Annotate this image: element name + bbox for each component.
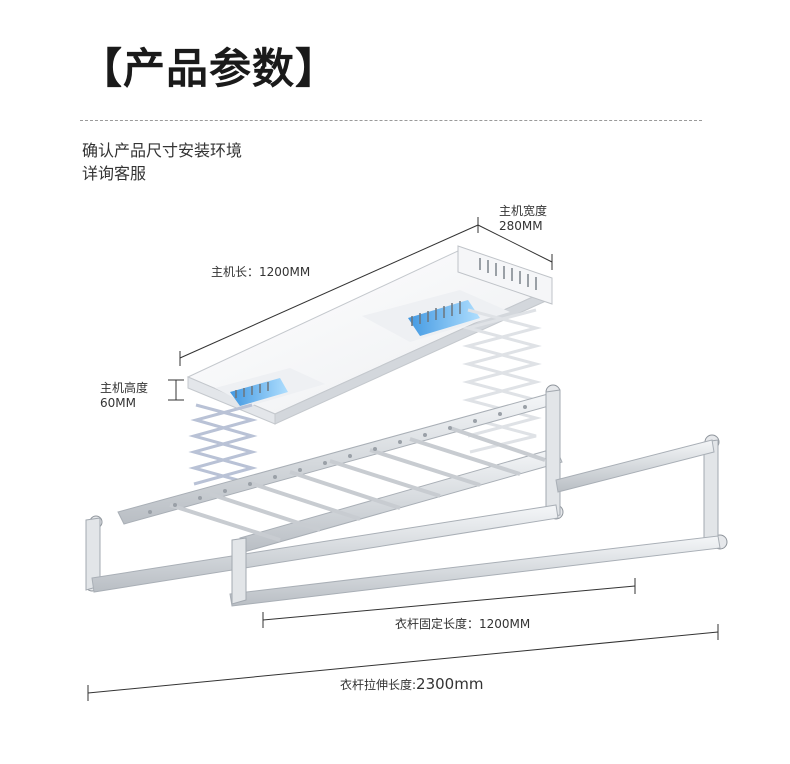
- uv-lamp-window: [362, 290, 510, 342]
- extend-rod-label-text: 衣杆拉伸长度:: [340, 678, 417, 692]
- end-cap-vents: [479, 258, 537, 290]
- height-label: 主机高度 60MM: [100, 381, 148, 411]
- extend-rod-value: 2300mm: [416, 675, 484, 693]
- dashed-divider: [80, 120, 702, 121]
- intro-text: 确认产品尺寸安装环境 详询客服: [82, 139, 242, 185]
- height-dimension-line: [168, 379, 184, 401]
- title-bracket-right: 】: [295, 44, 339, 93]
- hanger-frame: [85, 384, 728, 607]
- intro-line-2: 详询客服: [82, 164, 147, 183]
- title-text: 产品参数: [123, 44, 296, 93]
- fixed-rod-label: 衣杆固定长度：1200MM: [395, 617, 531, 631]
- title-bracket-left: 【: [80, 44, 124, 93]
- width-label-text: 主机宽度: [499, 204, 548, 218]
- length-label: 主机长：1200MM: [211, 265, 311, 279]
- section-title: 【产品参数】: [80, 48, 338, 90]
- uv-lamp-window-2: [215, 368, 325, 406]
- width-dimension-line: [477, 224, 553, 270]
- extend-rod-dimension-line: [87, 624, 719, 701]
- intro-line-1: 确认产品尺寸安装环境: [82, 141, 243, 160]
- extend-rod-label: 衣杆拉伸长度:2300mm: [340, 677, 483, 693]
- height-label-text: 主机高度: [100, 381, 149, 395]
- scissor-arm-right: [462, 308, 542, 454]
- height-value: 60MM: [100, 396, 136, 410]
- fixed-rod-dimension-line: [262, 578, 636, 628]
- width-label: 主机宽度 280MM: [499, 204, 547, 234]
- width-value: 280MM: [499, 219, 543, 233]
